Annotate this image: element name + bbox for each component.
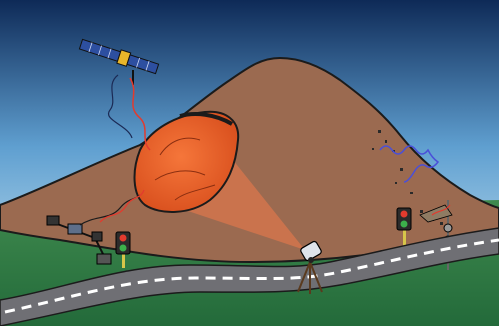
illustration-canvas xyxy=(0,0,499,326)
landslide-monitoring-illustration xyxy=(0,0,499,326)
